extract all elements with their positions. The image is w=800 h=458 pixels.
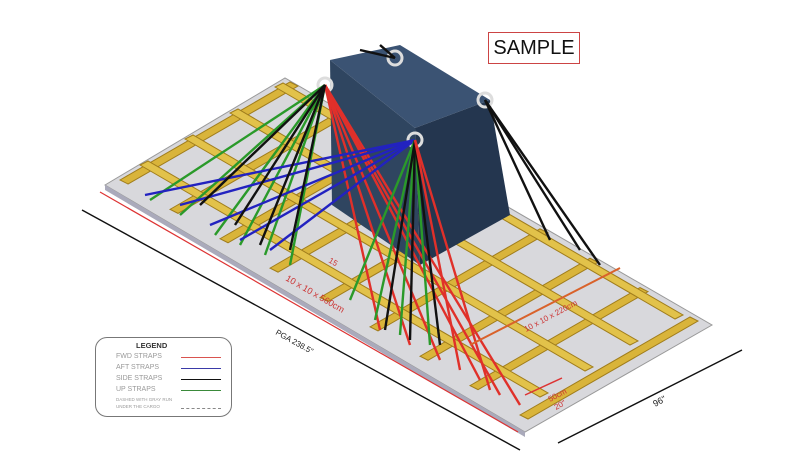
up-strap	[238, 84, 327, 246]
straps	[144, 44, 601, 406]
aft-strap	[144, 138, 416, 197]
up-strap	[373, 139, 417, 321]
crossbeam	[518, 316, 700, 420]
legend-label: SIDE STRAPS	[116, 375, 163, 382]
pallet-length-label: PGA 238.5"	[274, 328, 315, 356]
cargo-box-side	[415, 100, 510, 265]
legend-label: UP STRAPS	[116, 386, 156, 393]
legend-label: AFT STRAPS	[116, 364, 160, 371]
pallet-width-label: 96"	[651, 394, 667, 409]
legend-swatch	[181, 379, 221, 380]
legend-item-side-straps: SIDE STRAPS	[116, 375, 221, 384]
side-strap	[413, 139, 442, 346]
pallet-length-dimension-line	[81, 209, 521, 451]
up-strap	[398, 139, 417, 336]
up-strap	[413, 139, 432, 346]
legend-swatch	[181, 408, 221, 409]
legend-item-fwd-straps: FWD STRAPS	[116, 353, 221, 362]
up-strap	[348, 139, 417, 301]
side-strap	[379, 44, 396, 59]
lifting-ring	[476, 91, 494, 109]
legend-swatch	[181, 368, 221, 369]
legend-item-aft-straps: AFT STRAPS	[116, 364, 221, 373]
pallet-edge	[105, 185, 525, 437]
cargo-box-top	[330, 45, 490, 128]
legend-label: DASHED WITH GRAY RUN	[116, 397, 173, 402]
up-strap	[214, 84, 326, 236]
legend-label: UNDER THE CARGO	[116, 404, 160, 409]
fwd-strap	[413, 139, 462, 371]
side-strap	[258, 84, 327, 246]
short-beam-line	[469, 267, 621, 346]
long-beam	[138, 160, 550, 398]
side-strap	[383, 139, 417, 331]
lifting-ring	[316, 76, 334, 94]
side-strap	[483, 99, 582, 251]
spacing-dimension-line	[524, 377, 563, 396]
up-strap	[263, 84, 327, 256]
side-strap	[233, 84, 327, 226]
beam-length-dimension-line	[99, 191, 519, 433]
sample-stamp: SAMPLE	[488, 32, 580, 64]
side-strap	[199, 84, 326, 206]
legend-swatch	[181, 357, 221, 358]
fwd-strap	[323, 84, 382, 331]
legend-swatch	[181, 390, 221, 391]
legend: LEGEND FWD STRAPS AFT STRAPS SIDE STRAPS…	[95, 337, 232, 417]
legend-title: LEGEND	[136, 341, 168, 350]
crossbeam	[468, 287, 650, 391]
side-strap	[484, 99, 601, 266]
fwd-strap	[413, 139, 492, 391]
side-strap	[483, 99, 552, 241]
lifting-ring	[386, 49, 404, 67]
aft-strap	[179, 138, 416, 207]
legend-item-up-straps: UP STRAPS	[116, 386, 221, 395]
legend-item-dashed: UNDER THE CARGO	[116, 404, 221, 413]
fwd-strap	[323, 84, 412, 346]
fwd-strap	[323, 84, 482, 381]
side-strap	[408, 139, 417, 341]
side-strap	[288, 84, 327, 251]
up-strap	[149, 83, 326, 202]
side-strap	[359, 48, 396, 60]
legend-dashed-note-1: DASHED WITH GRAY RUN	[116, 397, 221, 406]
pallet-width-dimension-line	[557, 349, 743, 444]
legend-label: FWD STRAPS	[116, 353, 162, 360]
